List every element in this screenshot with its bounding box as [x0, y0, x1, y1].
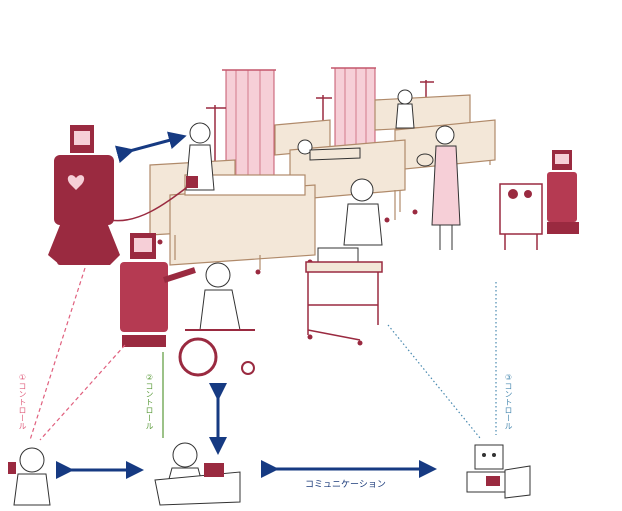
laptop-cart — [305, 261, 383, 346]
patient-back-bed — [395, 89, 415, 129]
operator-1 — [8, 447, 51, 506]
nurse-holding-baby — [416, 125, 461, 250]
patient-on-bed — [185, 122, 215, 191]
wheelchair-user — [178, 262, 255, 377]
operator-2 — [154, 442, 241, 506]
control-label-1: ①コントロール — [18, 373, 27, 430]
control-line-1b — [39, 344, 126, 441]
communication-label: コミュニケーション — [305, 480, 386, 490]
heart-robot — [48, 125, 120, 265]
remote-robot-terminal — [466, 444, 531, 499]
control-label-2: ②コントロール — [145, 373, 154, 430]
lying-patient — [297, 139, 361, 161]
cart-robot — [499, 150, 579, 250]
arrow-robot-patient — [114, 131, 187, 164]
bed-front — [149, 159, 316, 275]
control-line-1a — [29, 267, 86, 441]
robot-cable — [109, 184, 191, 222]
arm-robot — [120, 233, 196, 347]
communication-dotted-line — [387, 324, 481, 439]
control-label-3: ③コントロール — [504, 373, 513, 430]
